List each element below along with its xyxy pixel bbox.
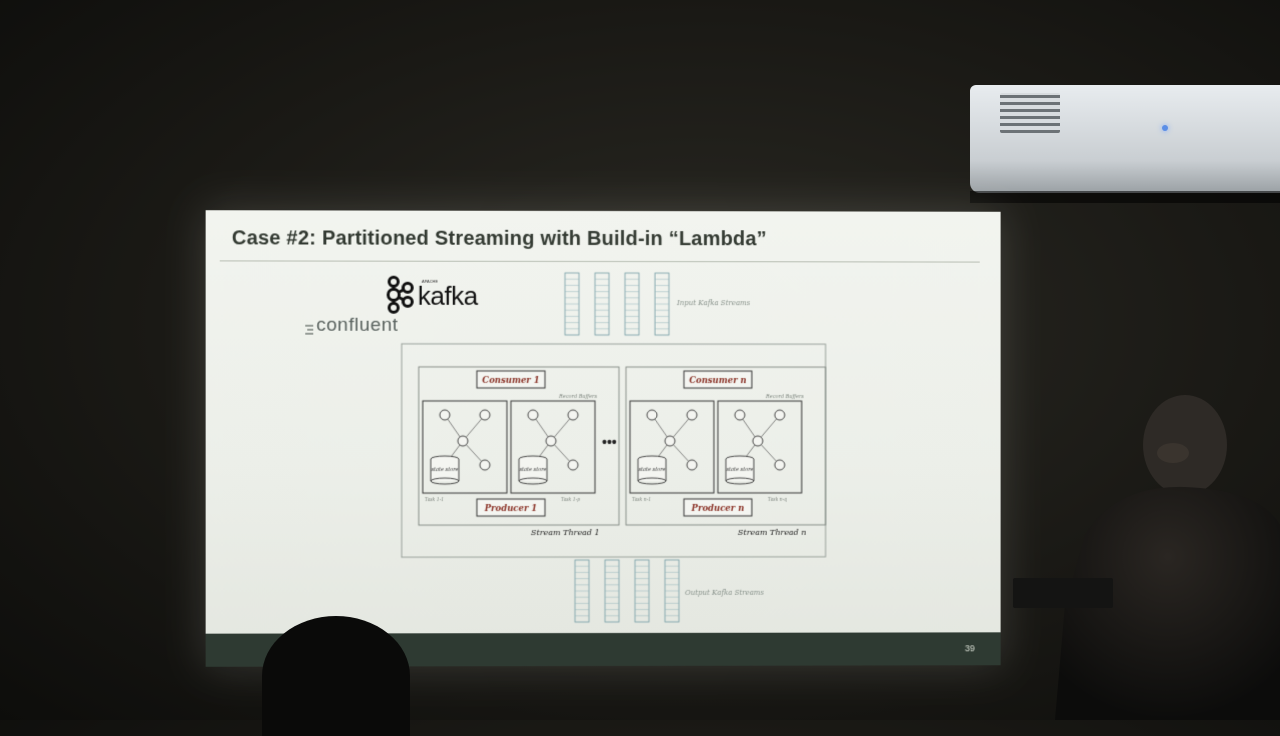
ac-vent	[1000, 93, 1060, 133]
air-conditioner	[970, 85, 1280, 193]
output-streams-group	[575, 560, 679, 622]
consumer-label: Consumer n	[689, 376, 746, 386]
record-buffers-label: Record Buffers	[558, 394, 597, 400]
input-streams-group	[565, 273, 669, 335]
processor-node	[440, 410, 450, 420]
input-streams-label: Input Kafka Streams	[676, 298, 751, 307]
processor-node	[687, 460, 697, 470]
task-label: Task n-q	[768, 497, 787, 503]
task-label: Task n-1	[632, 497, 651, 503]
processor-node	[568, 460, 578, 470]
state-store-label: state store	[726, 467, 753, 473]
processor-node	[480, 460, 490, 470]
room-background: Case #2: Partitioned Streaming with Buil…	[0, 0, 1280, 720]
stream-thread-1-group: Consumer 1 Record Buffers state storeTask …	[419, 367, 619, 537]
kafka-streams-diagram: Input Kafka Streams Consumer 1 Record Buf…	[206, 210, 1001, 667]
processor-node	[735, 410, 745, 420]
processor-node	[480, 410, 490, 420]
processor-node	[528, 410, 538, 420]
processor-node	[775, 410, 785, 420]
producer-label: Producer n	[691, 504, 745, 514]
processor-node	[568, 410, 578, 420]
presenter-silhouette	[1055, 395, 1280, 720]
processor-node	[687, 410, 697, 420]
task-label: Task 1-1	[425, 497, 444, 503]
processor-node	[753, 436, 763, 446]
audience-head-silhouette	[262, 616, 410, 736]
state-store-label: state store	[638, 467, 665, 473]
stream-thread-n-group: Consumer n Record Buffers state storeTask …	[626, 367, 826, 537]
task-label: Task 1-p	[561, 497, 580, 503]
processor-node	[546, 436, 556, 446]
record-buffers-label: Record Buffers	[765, 394, 804, 400]
processor-node	[775, 460, 785, 470]
projector-screen: Case #2: Partitioned Streaming with Buil…	[206, 210, 1001, 667]
lectern	[1013, 578, 1113, 608]
page-number: 39	[965, 643, 975, 653]
ellipsis-dots: •••	[602, 434, 617, 450]
processor-node	[458, 436, 468, 446]
ac-indicator-light	[1162, 125, 1168, 131]
output-streams-label: Output Kafka Streams	[685, 588, 764, 597]
producer-label: Producer 1	[484, 504, 538, 514]
state-store-label: state store	[519, 467, 546, 473]
consumer-label: Consumer 1	[482, 376, 539, 386]
processor-node	[647, 410, 657, 420]
stream-thread-label: Stream Thread n	[738, 528, 806, 537]
state-store-label: state store	[431, 467, 458, 473]
stream-thread-label: Stream Thread 1	[531, 528, 600, 537]
processor-node	[665, 436, 675, 446]
